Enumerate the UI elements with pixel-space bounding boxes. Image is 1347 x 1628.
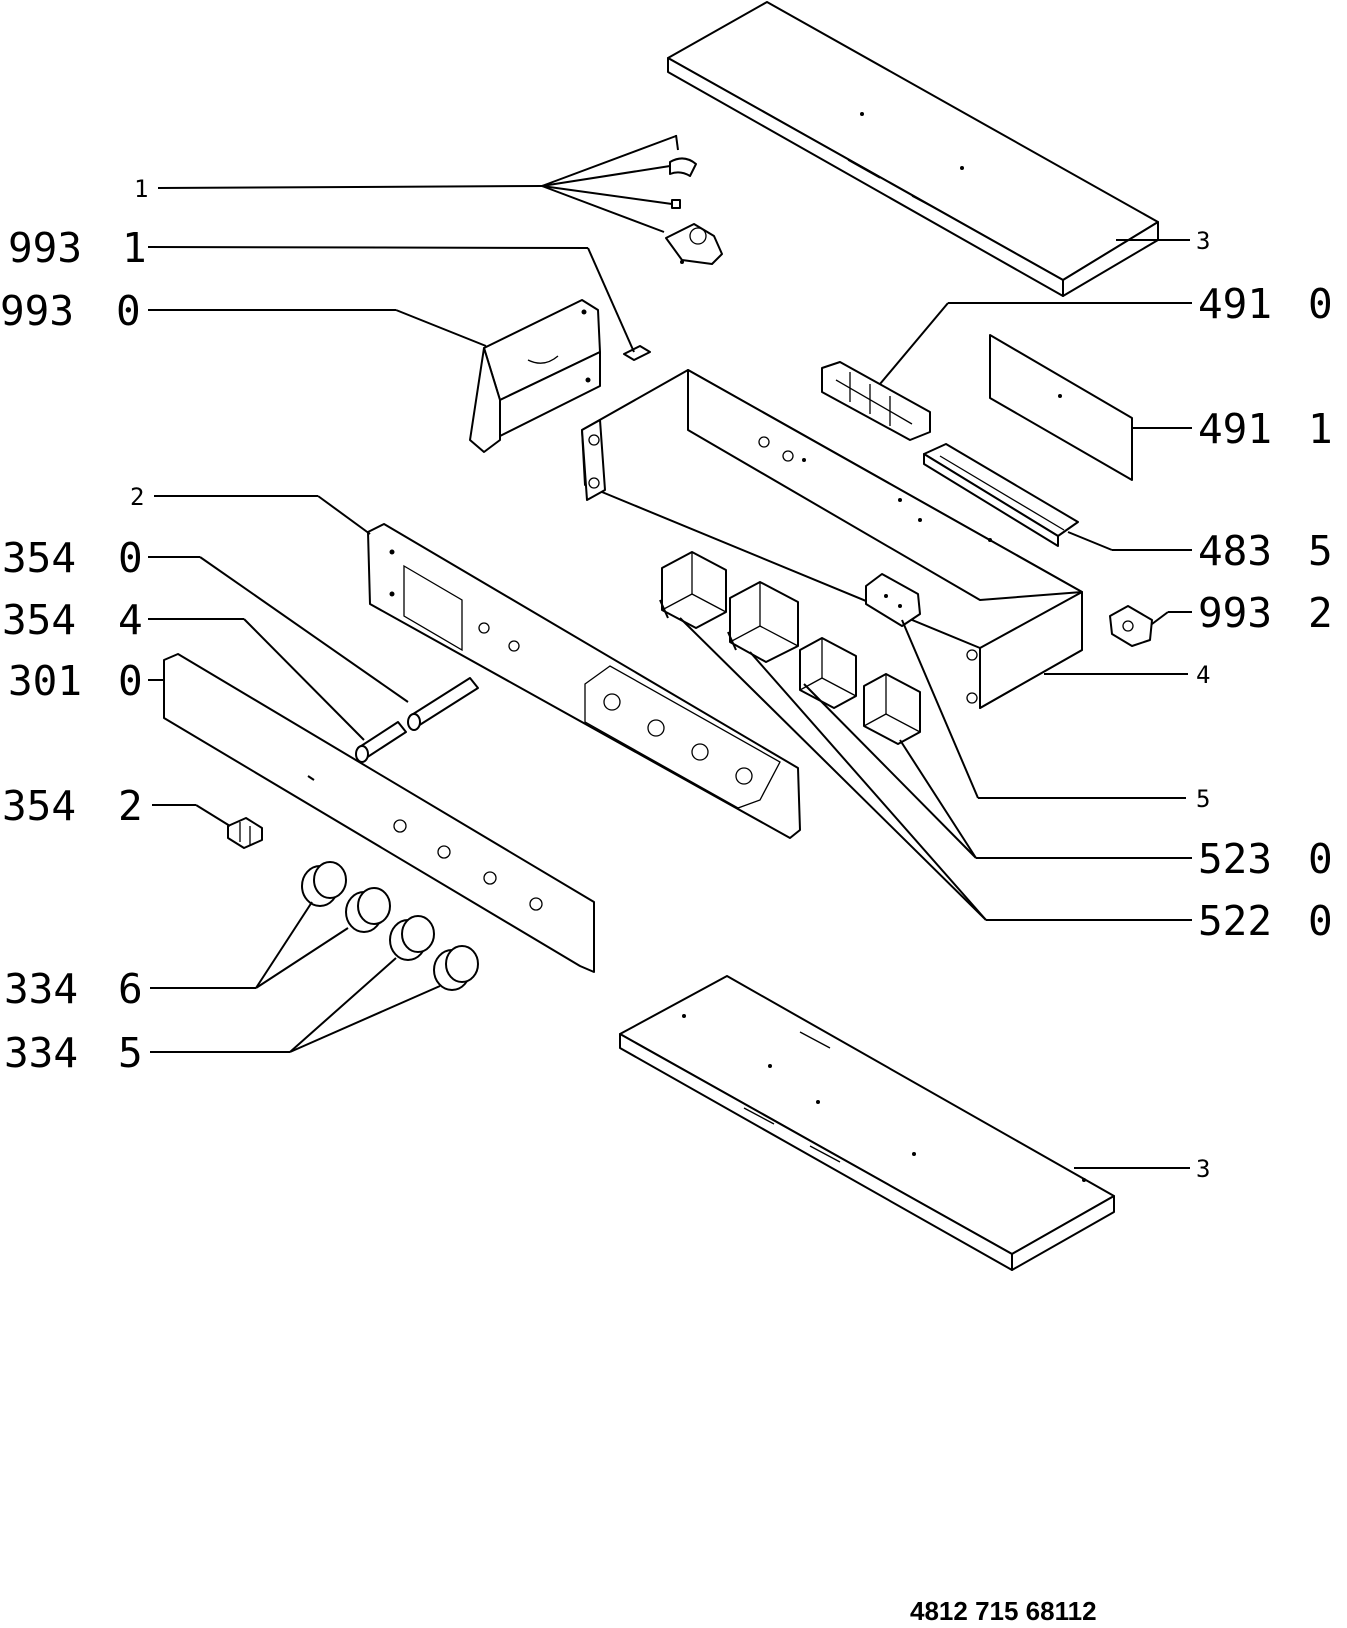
- callout-522-0-code: 522: [1198, 897, 1272, 945]
- callout-4: 4: [1196, 661, 1210, 689]
- callout-354-2-code: 354: [2, 782, 76, 830]
- small-bracket: [865, 573, 921, 627]
- bracket-part: [469, 299, 601, 453]
- callout-334-5-sub: 5: [118, 1029, 143, 1077]
- callout-523-0-sub: 0: [1308, 835, 1333, 883]
- chassis-box: [581, 369, 1083, 709]
- callout-354-2-sub: 2: [118, 782, 143, 830]
- callout-301-0-code: 301: [8, 657, 82, 705]
- callout-483-5-code: 483: [1198, 527, 1272, 575]
- callout-354-0-code: 354: [2, 534, 76, 582]
- callout-354-4-code: 354: [2, 596, 76, 644]
- callout-3-bottom: 3: [1196, 1155, 1210, 1183]
- callout-3-top: 3: [1196, 227, 1210, 255]
- callout-5: 5: [1196, 785, 1210, 813]
- callout-993-2-sub: 2: [1308, 589, 1333, 637]
- callout-334-6-code: 334: [4, 965, 78, 1013]
- callout-993-1-sub: 1: [122, 224, 147, 272]
- control-knobs: [301, 861, 479, 991]
- callout-993-0-code: 993: [0, 287, 74, 335]
- callout-2: 2: [130, 483, 144, 511]
- callout-354-4-sub: 4: [118, 596, 143, 644]
- bottom-plate: [619, 975, 1115, 1271]
- leader-lines: [147, 135, 1192, 1169]
- small-hardware-parts: [665, 134, 723, 265]
- callout-334-5-code: 334: [4, 1029, 78, 1077]
- clip-part: [623, 345, 651, 361]
- callout-993-2-code: 993: [1198, 589, 1272, 637]
- small-clip-right: [1109, 605, 1153, 647]
- callout-1: 1: [134, 175, 148, 203]
- callout-523-0-code: 523: [1198, 835, 1272, 883]
- front-fascia: [163, 653, 595, 973]
- document-number: 4812 715 68112: [910, 1596, 1097, 1626]
- callout-labels: 1 993 1 993 0 2 354 0 354 4 301 0 354 2 …: [0, 175, 1333, 1183]
- knob-clip: [227, 817, 263, 849]
- callout-334-6-sub: 6: [118, 965, 143, 1013]
- rear-cover-panel: [989, 334, 1133, 481]
- top-cover-plate: [667, 1, 1159, 297]
- callout-491-0-sub: 0: [1308, 280, 1333, 328]
- terminal-block: [821, 361, 931, 441]
- callout-491-1-code: 491: [1198, 405, 1272, 453]
- callout-483-5-sub: 5: [1308, 527, 1333, 575]
- callout-301-0-sub: 0: [118, 657, 143, 705]
- terminal-strip: [923, 443, 1079, 547]
- callout-491-0-code: 491: [1198, 280, 1272, 328]
- control-panel-plate: [367, 523, 801, 839]
- rotary-switches: [799, 637, 921, 745]
- spindles: [355, 677, 479, 763]
- callout-993-1-code: 993: [8, 224, 82, 272]
- callout-354-0-sub: 0: [118, 534, 143, 582]
- callout-993-0-sub: 0: [116, 287, 141, 335]
- callout-491-1-sub: 1: [1308, 405, 1333, 453]
- energy-regulators: [659, 551, 799, 663]
- callout-522-0-sub: 0: [1308, 897, 1333, 945]
